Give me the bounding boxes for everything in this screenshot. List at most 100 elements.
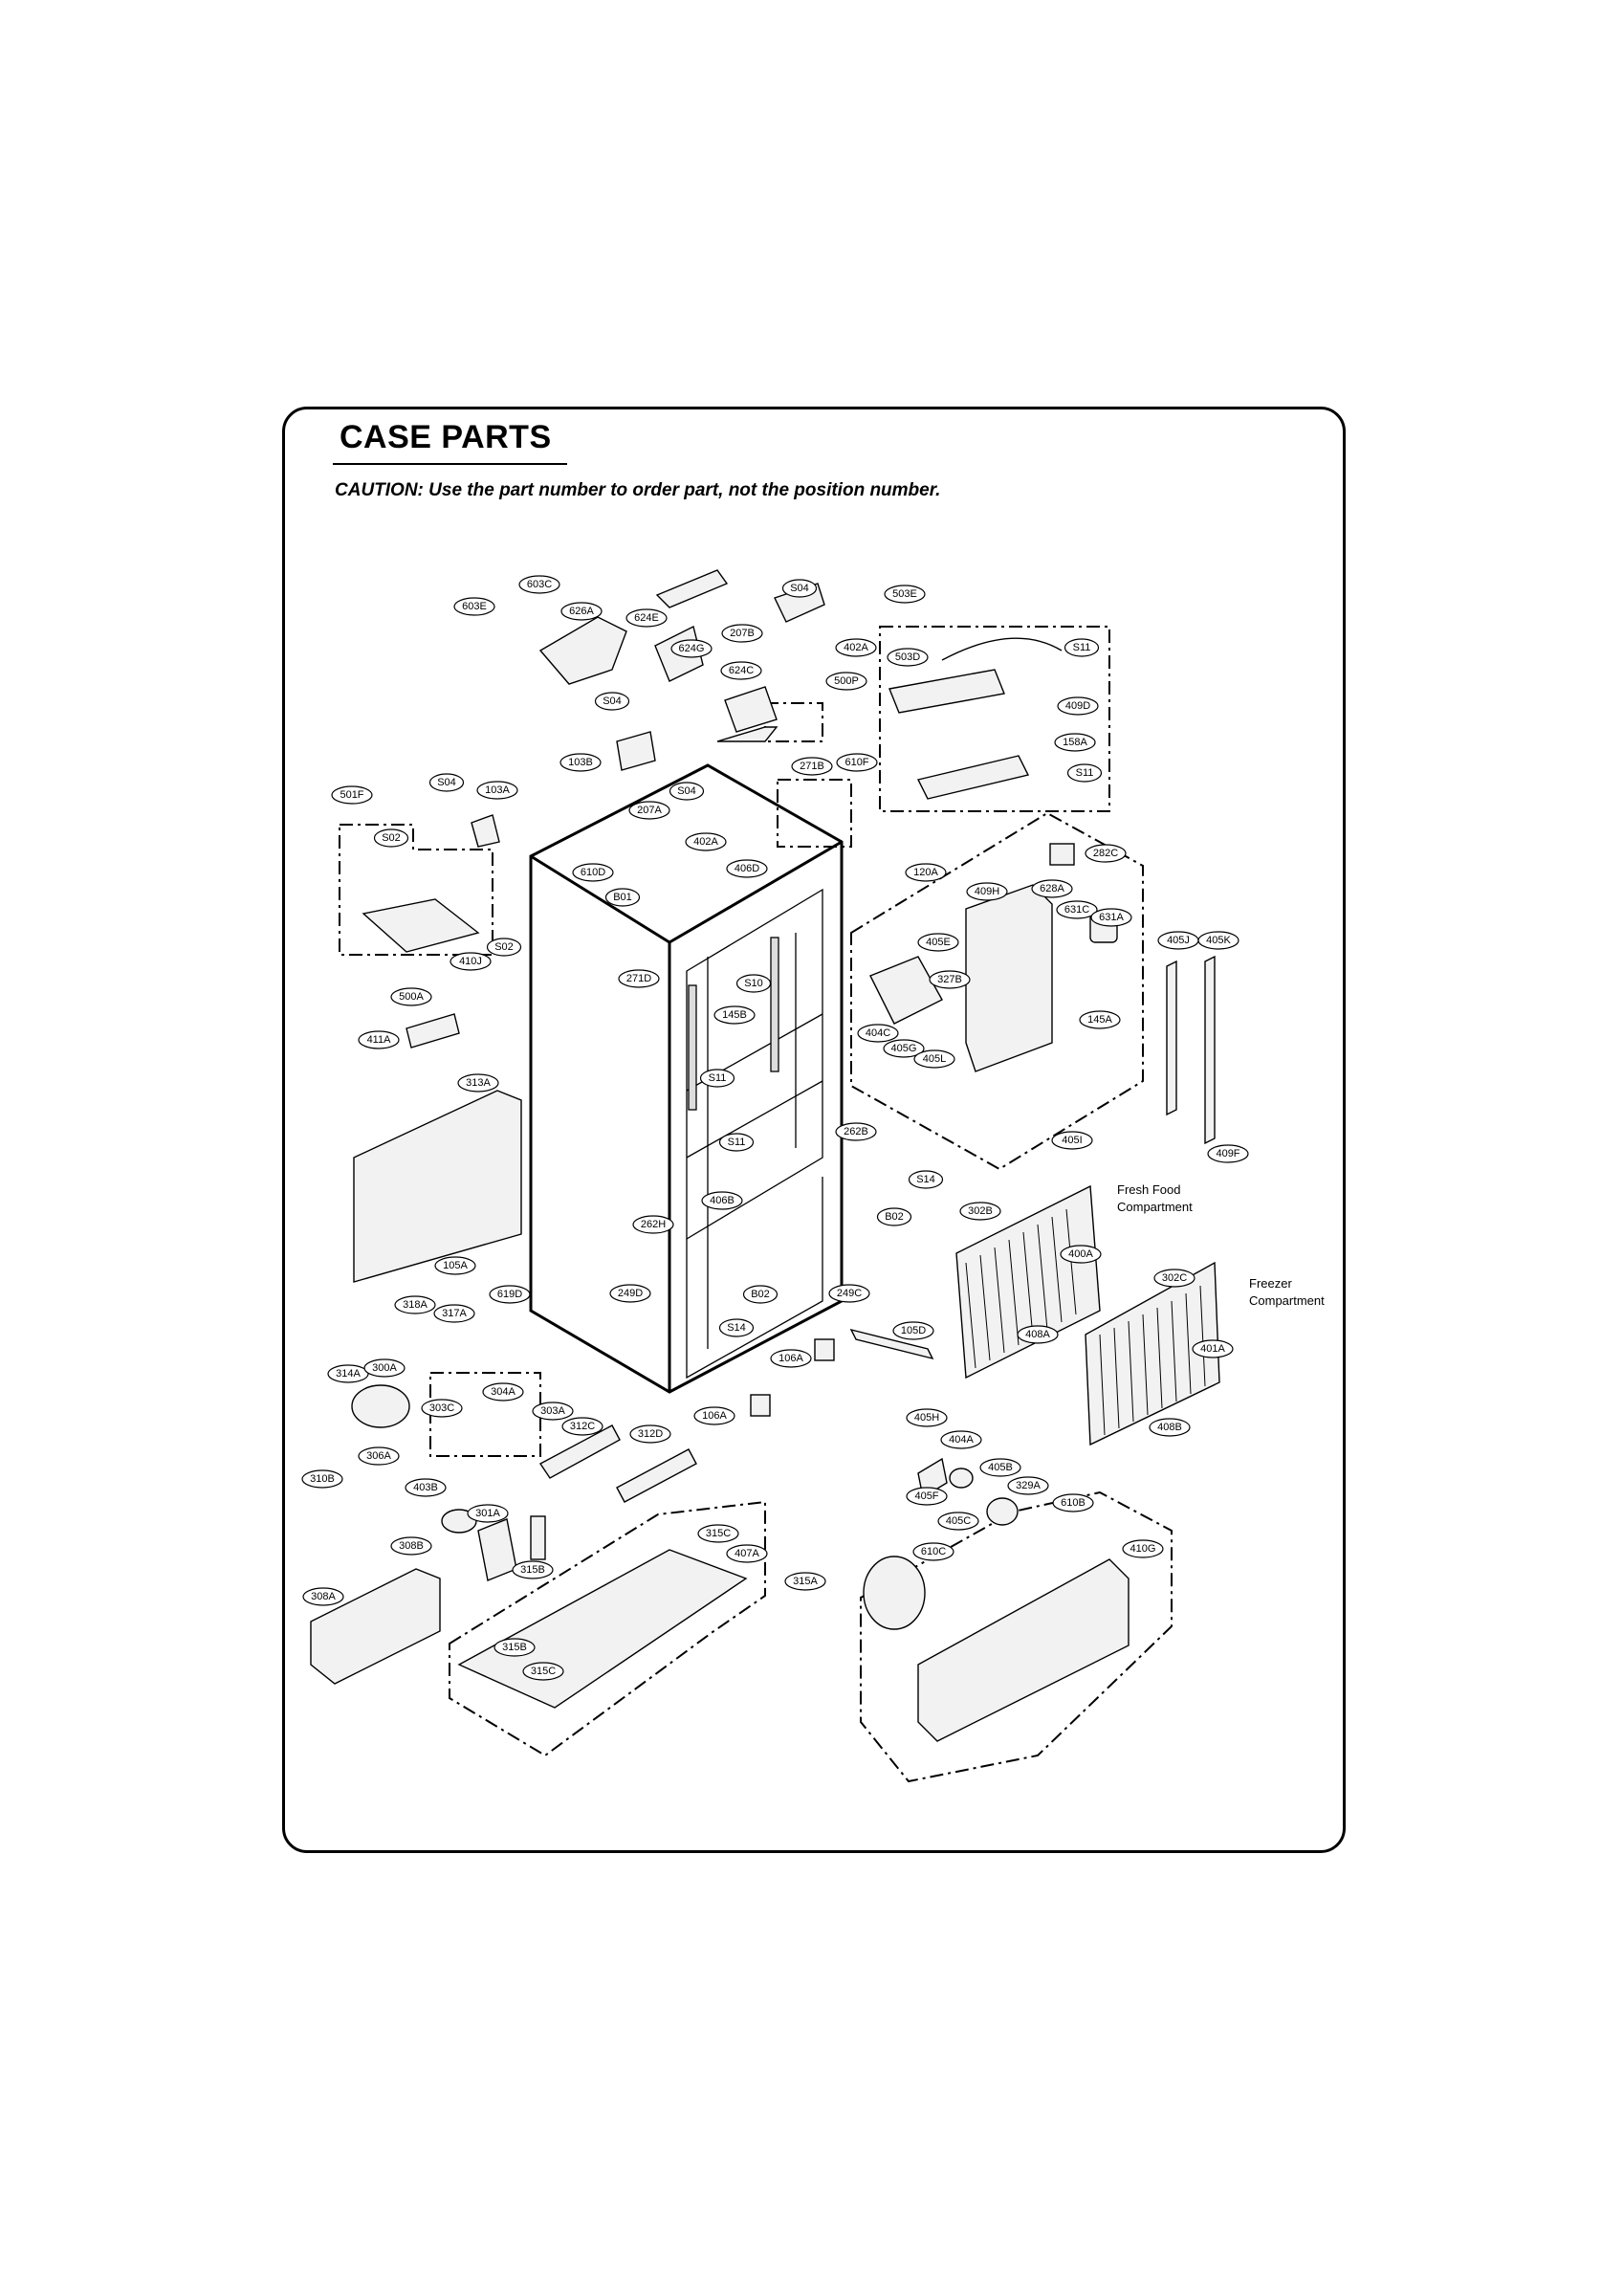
callout-bubble	[476, 781, 518, 800]
callout-207a-24: 207A	[628, 801, 670, 820]
callout-text: 610C	[921, 1546, 946, 1557]
callout-262b-55: 262B	[835, 1122, 877, 1141]
callout-bubble	[559, 753, 602, 772]
callout-text: 145B	[722, 1009, 747, 1021]
callout-bubble	[390, 1536, 432, 1556]
callout-text: S10	[744, 978, 763, 989]
callout-408a-73: 408A	[1017, 1325, 1059, 1344]
box-500a-part	[406, 1013, 460, 1049]
callout-bubble	[1079, 1010, 1121, 1029]
callout-bubble	[428, 773, 465, 792]
callout-bubble	[421, 1399, 463, 1418]
callout-text: 271D	[626, 973, 651, 984]
callout-bubble	[358, 1030, 400, 1049]
callout-409d-14: 409D	[1057, 696, 1099, 716]
callout-bubble	[512, 1560, 554, 1579]
callout-610c-100: 610C	[912, 1542, 954, 1561]
callout-text: 312D	[638, 1428, 663, 1440]
callout-106a-83: 106A	[693, 1406, 735, 1425]
callout-312c-81: 312C	[561, 1417, 603, 1436]
callout-text: 314A	[336, 1368, 361, 1380]
callout-bubble	[560, 602, 603, 621]
callout-s11-54: S11	[718, 1133, 755, 1152]
callout-624g-10: 624G	[670, 639, 713, 658]
callout-317a-70: 317A	[433, 1304, 475, 1323]
foot-106a-2	[814, 1338, 835, 1361]
caution-note: CAUTION: Use the part number to order pa…	[335, 480, 941, 500]
callout-bubble	[835, 1122, 877, 1141]
callout-bubble	[726, 859, 768, 878]
callout-402a-6: 402A	[835, 638, 877, 657]
callout-bubble	[1122, 1539, 1164, 1558]
callout-bubble	[906, 1487, 948, 1506]
callout-text: 302B	[968, 1205, 993, 1217]
callout-text: 406B	[710, 1195, 735, 1206]
callout-text: 626A	[569, 606, 594, 617]
callout-text: 500A	[399, 991, 424, 1003]
callout-bubble	[1056, 900, 1098, 919]
callout-405g-48: 405G	[883, 1039, 925, 1058]
callout-bubble	[721, 624, 763, 643]
water-valve-part	[724, 686, 778, 733]
callout-bubble	[685, 832, 727, 851]
callout-610b-93: 610B	[1052, 1493, 1094, 1512]
callout-303a-80: 303A	[532, 1402, 574, 1421]
callout-145a-46: 145A	[1079, 1010, 1121, 1029]
callout-329a-91: 329A	[1007, 1476, 1049, 1495]
callout-bubble	[966, 882, 1008, 901]
callout-631a-34: 631A	[1090, 908, 1132, 927]
callout-bubble	[1060, 1245, 1102, 1264]
callout-text: 401A	[1200, 1343, 1225, 1355]
group-outline-evaporator-cover	[850, 811, 1144, 1171]
callout-401a-74: 401A	[1192, 1339, 1234, 1358]
callout-bubble	[1207, 1144, 1249, 1163]
callout-bubble	[1192, 1339, 1234, 1358]
callout-b01-35: B01	[604, 888, 641, 907]
callout-bubble	[486, 938, 522, 957]
callout-bubble	[390, 987, 432, 1006]
cabinet-interior	[669, 888, 823, 1380]
callout-text: 271B	[800, 761, 824, 772]
callout-315b-104: 315B	[493, 1638, 536, 1657]
callout-bubble	[302, 1587, 344, 1606]
callout-text: 610D	[581, 867, 605, 878]
callout-271d-41: 271D	[618, 969, 660, 988]
callout-text: 304A	[491, 1386, 515, 1398]
callout-bubble	[628, 801, 670, 820]
callout-bubble	[979, 1458, 1021, 1477]
callout-405i-53: 405I	[1051, 1131, 1093, 1150]
callout-text: S04	[437, 777, 456, 788]
callout-304a-78: 304A	[482, 1382, 524, 1402]
shroud-407a	[863, 1556, 926, 1630]
callout-405k-39: 405K	[1197, 931, 1239, 950]
callout-text: S04	[677, 785, 696, 797]
callout-120a-28: 120A	[905, 863, 947, 882]
callout-bubble	[453, 597, 495, 616]
callout-text: 402A	[693, 836, 718, 848]
callout-text: 631A	[1099, 912, 1124, 923]
callout-406b-59: 406B	[701, 1191, 743, 1210]
callout-404c-47: 404C	[857, 1024, 899, 1043]
callout-bubble	[363, 1358, 406, 1378]
callout-s02-25: S02	[373, 828, 409, 848]
callout-text: 603C	[527, 579, 552, 590]
callout-bubble	[1031, 879, 1073, 898]
callout-text: 145A	[1087, 1014, 1112, 1026]
callout-bubble	[609, 1284, 651, 1303]
callout-405h-86: 405H	[906, 1408, 948, 1427]
compressor-300a	[351, 1384, 410, 1428]
caption-freezer-line1: Freezer	[1249, 1276, 1292, 1291]
callout-bubble	[1017, 1325, 1059, 1344]
caption-fresh-food-line1: Fresh Food	[1117, 1182, 1180, 1197]
callout-313a-52: 313A	[457, 1073, 499, 1093]
callout-text: 503E	[892, 588, 917, 600]
callout-105d-72: 105D	[892, 1321, 934, 1340]
callout-503e-7: 503E	[884, 585, 926, 604]
callout-bubble	[718, 1318, 755, 1337]
callout-282c-27: 282C	[1085, 844, 1127, 863]
housing-610b	[917, 1558, 1130, 1742]
callout-bubble	[493, 1638, 536, 1657]
callout-bubble	[883, 1039, 925, 1058]
callout-bubble	[467, 1504, 509, 1523]
callout-bubble	[906, 1408, 948, 1427]
